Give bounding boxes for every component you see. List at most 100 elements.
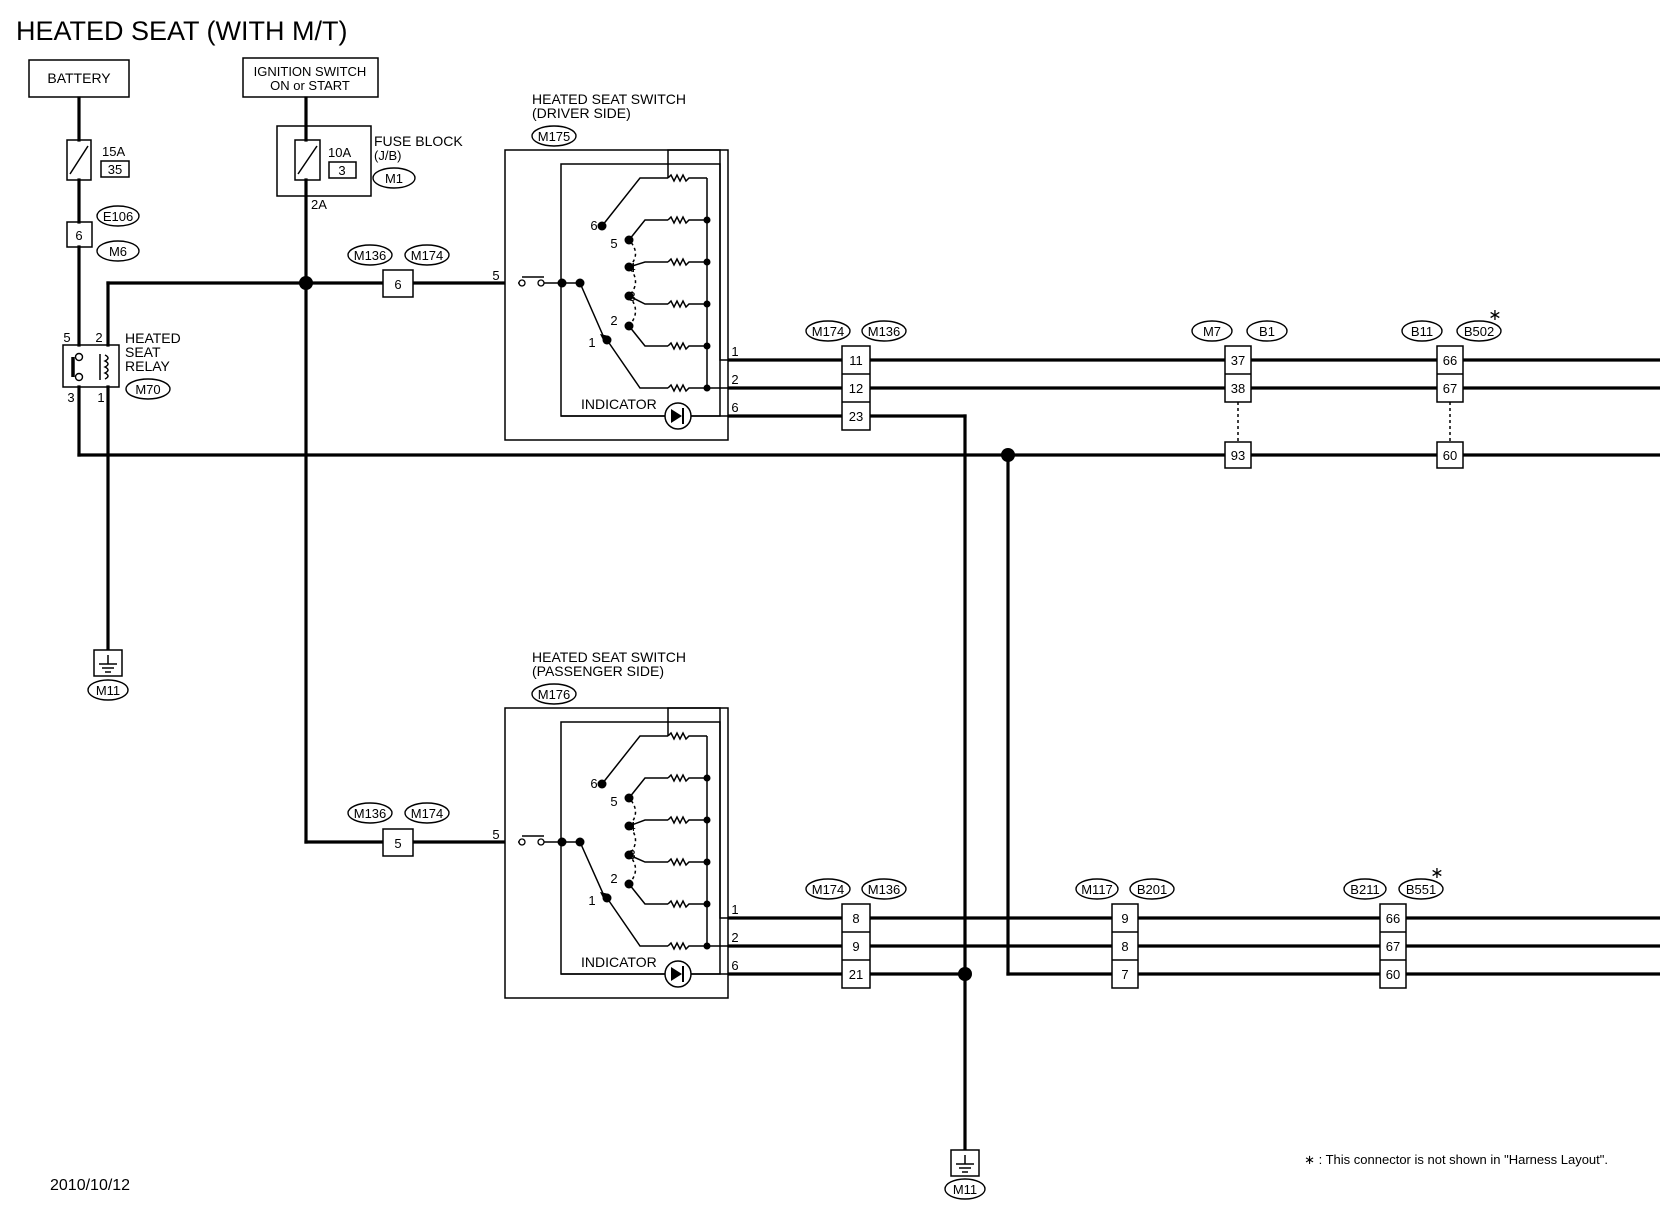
driver-pos-6: 6 xyxy=(590,218,597,233)
driver-indicator-label: INDICATOR xyxy=(581,396,657,412)
battery-label: BATTERY xyxy=(47,70,111,86)
passenger-pos-2: 2 xyxy=(610,871,617,886)
driver-pos-2: 2 xyxy=(610,313,617,328)
driver-connector-m7-b1: 37 38 93 M7 B1 xyxy=(1191,320,1288,469)
driver-c2-label-b: B1 xyxy=(1259,324,1275,339)
connector-m6-label: M6 xyxy=(109,244,127,259)
fuse-block-terminal: 2A xyxy=(311,197,327,212)
relay-pin-5: 5 xyxy=(63,330,70,345)
passenger-c2-label-a: M117 xyxy=(1081,882,1113,897)
relay-label-1: HEATED xyxy=(125,330,181,346)
driver-c3-pin-lower: 60 xyxy=(1443,448,1457,463)
passenger-pos-6: 6 xyxy=(590,776,597,791)
passenger-pin-out-2: 2 xyxy=(731,930,738,945)
heated-seat-switch-passenger: HEATED SEAT SWITCH (PASSENGER SIDE) M176… xyxy=(492,649,739,999)
driver-c2-pin-lower: 93 xyxy=(1231,448,1245,463)
passenger-feed-connector-a: M136 xyxy=(354,806,387,821)
driver-pin-out-1: 1 xyxy=(731,344,738,359)
driver-pos-5: 5 xyxy=(610,236,617,251)
relay-connector: M70 xyxy=(135,382,160,397)
driver-pos-1: 1 xyxy=(588,335,595,350)
heated-seat-relay: 5 2 3 1 HEATED SEAT RELAY M70 xyxy=(62,330,181,405)
passenger-pin-out-6: 6 xyxy=(731,958,738,973)
driver-c1-pin-3: 23 xyxy=(849,409,863,424)
driver-pos-4: 4 xyxy=(628,260,635,275)
passenger-feed-connector-b: M174 xyxy=(411,806,444,821)
battery-source: BATTERY xyxy=(28,59,130,98)
fuse-block-label-2: (J/B) xyxy=(374,148,401,163)
connector-e106-m6: 6 E106 M6 xyxy=(66,205,140,262)
driver-connector-b11-b502: 66 67 60 B11 B502 ∗ xyxy=(1401,307,1502,469)
splice-indicator-ground xyxy=(958,967,972,981)
heated-seat-switch-driver: HEATED SEAT SWITCH (DRIVER SIDE) M175 1 … xyxy=(492,91,739,441)
driver-switch-connector: M175 xyxy=(538,129,571,144)
splice-bus xyxy=(1001,448,1015,462)
passenger-c1-label-b: M136 xyxy=(868,882,901,897)
fuse-block-connector: M1 xyxy=(385,171,403,186)
driver-feed-pin: 6 xyxy=(394,277,401,292)
driver-c1-label-a: M174 xyxy=(812,324,845,339)
driver-switch-label-2: (DRIVER SIDE) xyxy=(532,105,631,121)
relay-label-3: RELAY xyxy=(125,358,171,374)
diagram-title: HEATED SEAT (WITH M/T) xyxy=(16,16,348,46)
fuse-15a: 15A 35 xyxy=(66,139,130,181)
passenger-indicator-label: INDICATOR xyxy=(581,954,657,970)
passenger-c2-pin-2: 8 xyxy=(1121,939,1128,954)
connector-e106-label: E106 xyxy=(103,209,133,224)
fuse-15a-number: 35 xyxy=(108,162,122,177)
passenger-c3-label-b: B551 xyxy=(1406,882,1436,897)
fuse-10a-number: 3 xyxy=(338,163,345,178)
driver-c3-label-a: B11 xyxy=(1411,324,1433,339)
driver-c3-pin-1: 66 xyxy=(1443,353,1457,368)
passenger-pos-1: 1 xyxy=(588,893,595,908)
fuse-10a-amp: 10A xyxy=(328,145,351,160)
passenger-c3-label-a: B211 xyxy=(1350,882,1379,897)
driver-c1-pin-1: 11 xyxy=(849,353,863,368)
driver-c2-pin-2: 38 xyxy=(1231,381,1245,396)
ignition-label-1: IGNITION SWITCH xyxy=(254,64,367,79)
passenger-c3-pin-2: 67 xyxy=(1386,939,1400,954)
passenger-c3-pin-3: 60 xyxy=(1386,967,1400,982)
passenger-c1-label-a: M174 xyxy=(812,882,845,897)
ground-indicator-connector: M11 xyxy=(953,1182,977,1197)
relay-pin-1: 1 xyxy=(97,390,104,405)
driver-c1-label-b: M136 xyxy=(868,324,901,339)
passenger-switch-label-2: (PASSENGER SIDE) xyxy=(532,663,664,679)
driver-c2-label-a: M7 xyxy=(1203,324,1221,339)
ground-relay: M11 xyxy=(87,649,129,701)
relay-label-2: SEAT xyxy=(125,344,161,360)
driver-pin-in: 5 xyxy=(492,268,499,283)
relay-pin-2: 2 xyxy=(95,330,102,345)
passenger-connector-b211-b551: 66 67 60 B211 B551 ∗ xyxy=(1343,865,1444,989)
passenger-c2-label-b: B201 xyxy=(1137,882,1167,897)
footnote: ∗ : This connector is not shown in "Harn… xyxy=(1304,1152,1608,1167)
driver-feed-connector: 6 M136 M174 xyxy=(347,244,450,298)
passenger-connector-m117-b201: 9 8 7 M117 B201 xyxy=(1075,878,1175,989)
passenger-connector-m174-m136: 8 9 21 M174 M136 xyxy=(805,878,907,989)
ignition-switch-source: IGNITION SWITCH ON or START xyxy=(242,57,379,98)
driver-pin-out-6: 6 xyxy=(731,400,738,415)
relay-pin-3: 3 xyxy=(67,390,74,405)
passenger-c2-pin-1: 9 xyxy=(1121,911,1128,926)
driver-c3-pin-2: 67 xyxy=(1443,381,1457,396)
passenger-c3-pin-1: 66 xyxy=(1386,911,1400,926)
driver-pin-out-2: 2 xyxy=(731,372,738,387)
ignition-label-2: ON or START xyxy=(270,78,350,93)
splice-ignition xyxy=(299,276,313,290)
passenger-pos-3: 3 xyxy=(628,847,635,862)
connector-e106-m6-pin: 6 xyxy=(75,228,82,243)
driver-c3-asterisk: ∗ xyxy=(1488,307,1501,324)
passenger-c1-pin-2: 9 xyxy=(852,939,859,954)
passenger-pin-in: 5 xyxy=(492,827,499,842)
driver-pos-3: 3 xyxy=(628,289,635,304)
passenger-switch-connector: M176 xyxy=(538,687,571,702)
diagram-date: 2010/10/12 xyxy=(50,1177,130,1194)
passenger-feed-connector: 5 M136 M174 xyxy=(347,802,450,857)
ground-indicator: M11 xyxy=(944,1149,986,1200)
passenger-c3-asterisk: ∗ xyxy=(1430,865,1443,882)
passenger-c2-pin-3: 7 xyxy=(1121,967,1128,982)
passenger-pin-out-1: 1 xyxy=(731,902,738,917)
passenger-pos-4: 4 xyxy=(628,819,635,834)
fuse-block-label-1: FUSE BLOCK xyxy=(374,133,463,149)
